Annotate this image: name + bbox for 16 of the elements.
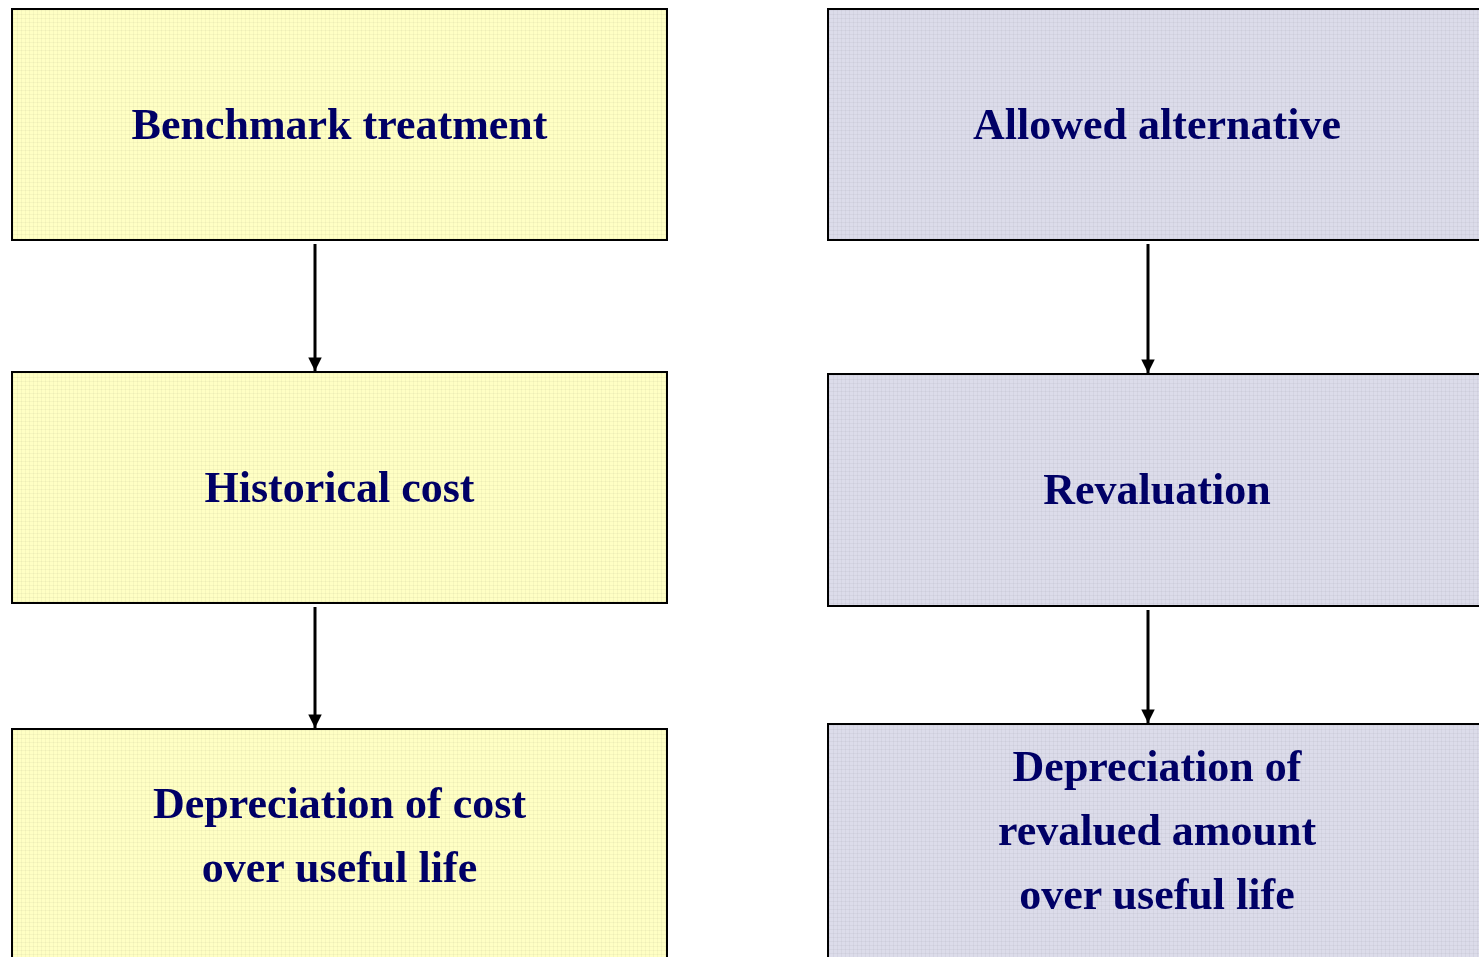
box-label: Revaluation [1043, 464, 1271, 516]
box-label: Benchmark treatment [131, 98, 548, 151]
arrow [308, 244, 322, 371]
process-box [11, 728, 668, 957]
process-box [827, 8, 1479, 241]
arrow [1141, 610, 1155, 723]
process-box [11, 8, 668, 241]
process-box [827, 373, 1479, 607]
arrow [308, 607, 322, 728]
box-label: Depreciation of cost over useful life [151, 777, 528, 894]
process-box [11, 371, 668, 604]
box-label: Depreciation of revalued amount over useful life [996, 741, 1318, 921]
arrow [1141, 244, 1155, 373]
box-label: Historical cost [204, 461, 475, 514]
process-box [827, 723, 1479, 957]
box-label: Allowed alternative [973, 98, 1341, 151]
